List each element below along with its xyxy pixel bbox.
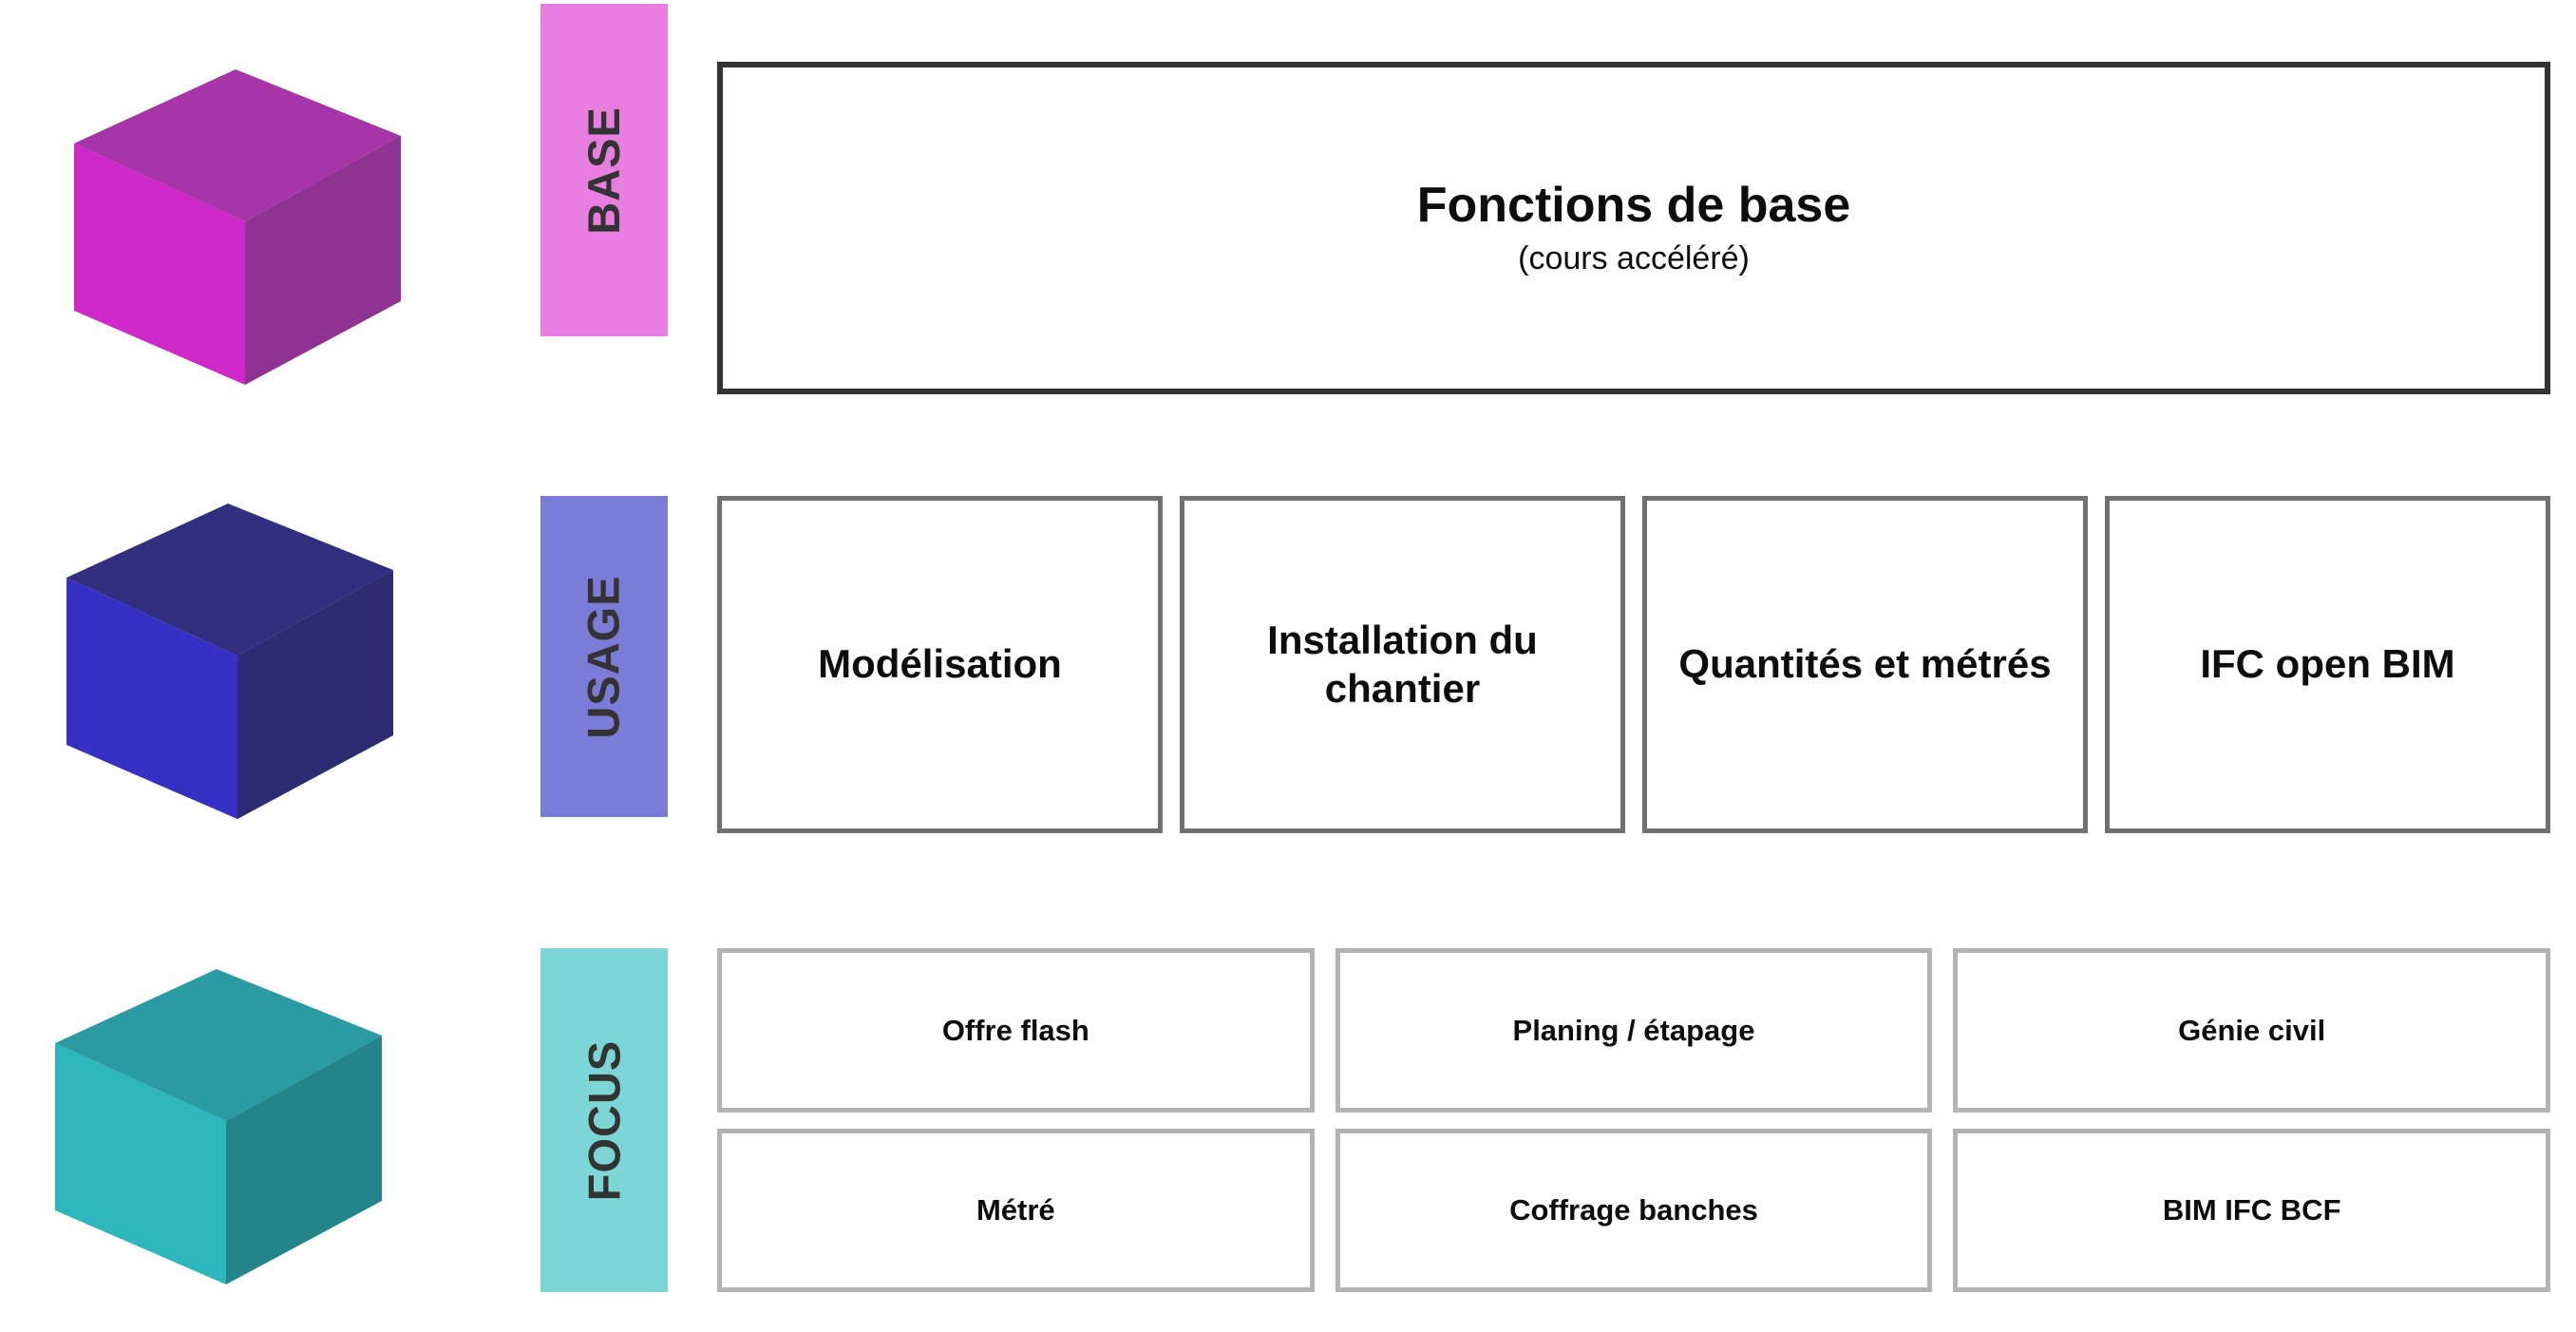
row-base: BASE Fonctions de base (cours accéléré): [0, 0, 2576, 447]
focus-box-label: Planing / étapage: [1512, 1013, 1755, 1047]
focus-box-label: Offre flash: [941, 1013, 1089, 1047]
usage-box-ifc-open-bim[interactable]: IFC open BIM: [2105, 496, 2550, 833]
row-focus: FOCUS Offre flash Planing / étapage Géni…: [0, 931, 2576, 1332]
content-usage: Modélisation Installation du chantier Qu…: [684, 447, 2576, 931]
label-bar-focus-text: FOCUS: [578, 1039, 629, 1201]
focus-box-label: BIM IFC BCF: [2162, 1193, 2341, 1227]
cube-cell-focus: [0, 931, 523, 1332]
focus-box-offre-flash[interactable]: Offre flash: [717, 948, 1315, 1113]
cube-cell-base: [0, 0, 523, 447]
cube-3d-icon-usage: [59, 486, 401, 828]
focus-box-genie-civil[interactable]: Génie civil: [1953, 948, 2550, 1113]
base-course-box[interactable]: Fonctions de base (cours accéléré): [717, 62, 2550, 394]
label-bar-base: BASE: [523, 0, 684, 336]
usage-box-label: Modélisation: [818, 641, 1062, 687]
content-base: Fonctions de base (cours accéléré): [684, 0, 2576, 447]
focus-box-label: Coffrage banches: [1509, 1193, 1758, 1227]
cube-3d-icon-base: [66, 52, 408, 394]
focus-box-grid: Offre flash Planing / étapage Génie civi…: [717, 948, 2550, 1292]
label-bar-focus: FOCUS: [523, 931, 684, 1292]
usage-box-label: Quantités et métrés: [1678, 641, 2052, 687]
usage-box-quantites-metres[interactable]: Quantités et métrés: [1642, 496, 2088, 833]
label-bar-base-fill: BASE: [540, 4, 668, 336]
content-focus: Offre flash Planing / étapage Génie civi…: [684, 931, 2576, 1332]
usage-box-installation-chantier[interactable]: Installation du chantier: [1180, 496, 1625, 833]
base-course-subtitle: (cours accéléré): [1518, 240, 1750, 277]
focus-box-metre[interactable]: Métré: [717, 1128, 1315, 1292]
label-bar-usage-fill: USAGE: [540, 496, 668, 817]
cube-cell-usage: [0, 447, 523, 931]
label-bar-usage-text: USAGE: [578, 574, 630, 739]
usage-box-strip: Modélisation Installation du chantier Qu…: [717, 496, 2550, 833]
focus-box-label: Métré: [975, 1193, 1055, 1227]
label-bar-focus-fill: FOCUS: [540, 948, 668, 1292]
usage-box-modelisation[interactable]: Modélisation: [717, 496, 1163, 833]
cube-3d-icon-focus: [47, 952, 389, 1294]
label-bar-usage: USAGE: [523, 447, 684, 817]
base-course-title: Fonctions de base: [1416, 177, 1851, 233]
focus-box-bim-ifc-bcf[interactable]: BIM IFC BCF: [1953, 1128, 2550, 1292]
focus-box-planing-etapage[interactable]: Planing / étapage: [1335, 948, 1933, 1113]
row-usage: USAGE Modélisation Installation du chant…: [0, 447, 2576, 931]
focus-box-coffrage-banches[interactable]: Coffrage banches: [1335, 1128, 1933, 1292]
usage-box-label: Installation du chantier: [1267, 618, 1538, 711]
usage-box-label: IFC open BIM: [2200, 641, 2455, 687]
label-bar-base-text: BASE: [578, 105, 629, 235]
focus-box-label: Génie civil: [2178, 1013, 2326, 1047]
